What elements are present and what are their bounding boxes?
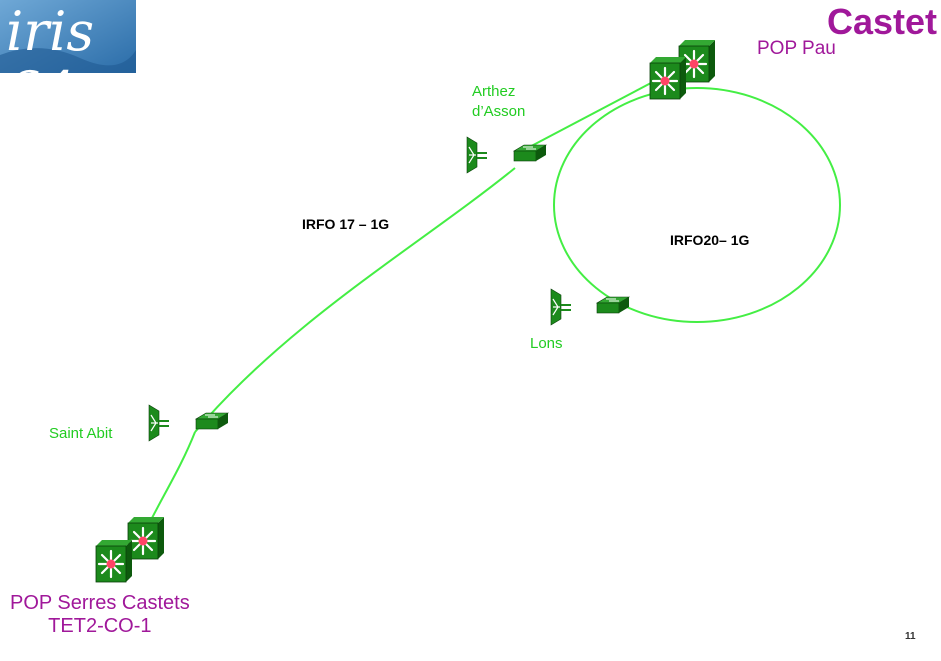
link-irfo20-ring bbox=[553, 87, 841, 323]
router-switch-icon bbox=[94, 538, 134, 584]
router-switch-icon bbox=[648, 55, 688, 101]
access-device-icon bbox=[148, 404, 170, 442]
router-switch-icon bbox=[126, 515, 166, 561]
arthez-label: Arthez d’Asson bbox=[472, 82, 525, 122]
page-title: Castet bbox=[826, 1, 937, 42]
pop-pau-label: POP Pau bbox=[757, 38, 836, 59]
arthez-label-line2: d’Asson bbox=[472, 103, 526, 120]
link-irfo17-main bbox=[194, 167, 516, 433]
page-number: 11 bbox=[905, 631, 916, 642]
switch-icon bbox=[596, 296, 630, 314]
pop-serres-label: POP Serres Castets TET2-CO-1 bbox=[10, 592, 190, 638]
access-device-icon bbox=[550, 288, 572, 326]
pop-serres-label-line2: TET2-CO-1 bbox=[48, 615, 152, 637]
switch-icon bbox=[513, 144, 547, 162]
iris64-logo: iris 64 bbox=[0, 0, 136, 73]
switch-icon bbox=[195, 412, 229, 430]
lons-label: Lons bbox=[530, 335, 563, 352]
irfo20-link-label: IRFO20– 1G bbox=[670, 232, 750, 248]
saint-abit-label: Saint Abit bbox=[49, 425, 113, 442]
irfo17-link-label: IRFO 17 – 1G bbox=[302, 216, 390, 232]
logo-text: iris 64 bbox=[6, 0, 95, 74]
arthez-label-line1: Arthez bbox=[472, 83, 516, 100]
link-irfo17-upper bbox=[519, 73, 669, 153]
pop-serres-label-line1: POP Serres Castets bbox=[10, 592, 190, 614]
access-device-icon bbox=[466, 136, 488, 174]
